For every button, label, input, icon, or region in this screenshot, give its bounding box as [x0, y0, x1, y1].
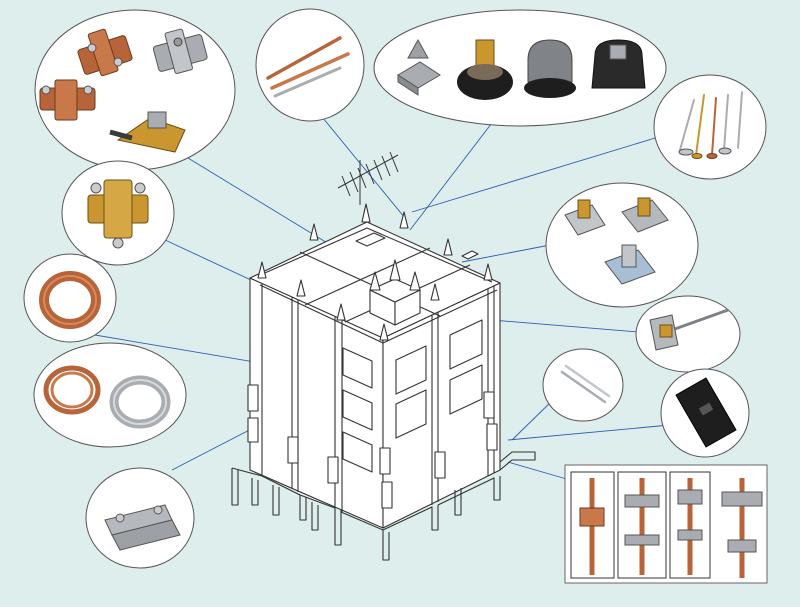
- air-terminals: [257, 203, 493, 341]
- callout-line: [411, 134, 666, 213]
- roof-hatch: [355, 232, 386, 247]
- callout-line: [317, 111, 406, 219]
- tv-antenna: [337, 151, 399, 205]
- callout-line: [409, 114, 499, 231]
- black-test-box-icon: [675, 377, 737, 448]
- roof-conductor-fasteners-icon: [678, 91, 743, 159]
- earthing-network: [231, 451, 536, 561]
- copper-and-steel-coils-icon: [43, 365, 171, 429]
- brass-cross-connector-icon: [87, 179, 149, 249]
- callout-line: [511, 397, 556, 441]
- test-boxes: [247, 384, 498, 509]
- bubble-roof-fasteners: [653, 74, 767, 180]
- wall-conductor-holder-icon: [649, 308, 729, 351]
- windows-left: [342, 347, 373, 473]
- steel-rods-icon: [560, 364, 611, 404]
- bubble-copper-wire-coil: [23, 253, 117, 343]
- roof-hatch: [461, 250, 479, 260]
- bubble-rod-supports: [373, 9, 667, 127]
- callout-line: [507, 424, 671, 441]
- bubble-rod-pair: [542, 348, 624, 422]
- air-rod-base-plates-icon: [564, 197, 669, 285]
- copper-wire-coil-icon: [39, 271, 101, 329]
- bubble-air-rods: [255, 8, 365, 122]
- copper-air-rods-icon: [266, 36, 350, 98]
- callout-line: [491, 319, 639, 333]
- callout-line: [461, 244, 551, 263]
- windows-right: [395, 319, 483, 439]
- building-drawing: [231, 151, 536, 561]
- bubble-wall-holder: [635, 295, 741, 373]
- copper-cross-clamps-icon: [39, 28, 208, 153]
- strip-clip-icon: [104, 504, 181, 551]
- earthing-rod-couplings-icon: [570, 471, 763, 579]
- callout-lines: [94, 111, 671, 481]
- callout-line: [187, 157, 353, 259]
- callout-line: [507, 461, 571, 481]
- air-rod-concrete-supports-icon: [397, 38, 646, 100]
